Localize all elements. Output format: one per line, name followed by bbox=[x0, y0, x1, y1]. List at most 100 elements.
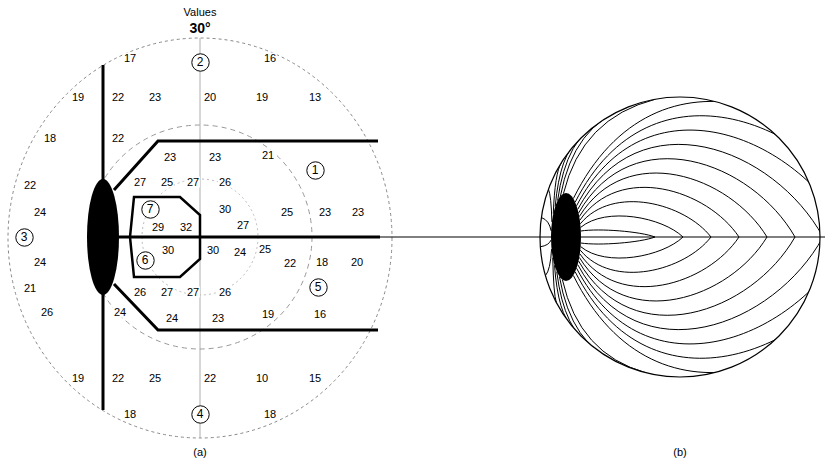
circle-shape bbox=[141, 200, 158, 217]
field-value: 24 bbox=[233, 247, 247, 258]
field-value: 23 bbox=[148, 92, 162, 103]
field-value: 23 bbox=[318, 207, 332, 218]
field-value: 25 bbox=[258, 244, 272, 255]
radial-fiber bbox=[563, 99, 655, 194]
field-value: 23 bbox=[208, 152, 222, 163]
arcuate-fiber bbox=[581, 237, 655, 244]
field-value: 16 bbox=[313, 309, 327, 320]
region-circle: 1 bbox=[306, 161, 325, 180]
sector-line bbox=[114, 284, 378, 330]
region-number: 6 bbox=[142, 254, 149, 266]
arcuate-fiber bbox=[578, 237, 823, 330]
arcuate-fiber bbox=[577, 237, 827, 344]
arcuate-fiber bbox=[579, 237, 795, 315]
field-value: 13 bbox=[308, 92, 322, 103]
field-value: 26 bbox=[133, 287, 147, 298]
field-value: 27 bbox=[160, 287, 174, 298]
field-value: 18 bbox=[123, 409, 137, 420]
region-number: 5 bbox=[315, 281, 322, 293]
region-circle: 5 bbox=[309, 278, 328, 297]
field-value: 19 bbox=[261, 309, 275, 320]
circle-shape bbox=[191, 405, 208, 422]
circle-shape bbox=[306, 161, 323, 178]
field-value: 27 bbox=[186, 177, 200, 188]
optic-disc bbox=[551, 193, 581, 281]
field-value: 32 bbox=[179, 222, 193, 233]
radial-fiber bbox=[548, 189, 551, 222]
arcuate-fiber bbox=[579, 159, 795, 237]
visual-field-a bbox=[8, 38, 392, 438]
arcuate-fiber bbox=[579, 237, 767, 301]
field-value: 26 bbox=[218, 177, 232, 188]
arcuate-fiber bbox=[575, 237, 827, 358]
field-value: 18 bbox=[315, 257, 329, 268]
field-value: 19 bbox=[71, 92, 85, 103]
field-value: 15 bbox=[308, 373, 322, 384]
field-value: 21 bbox=[261, 150, 275, 161]
field-value: 25 bbox=[160, 177, 174, 188]
region-circle: 3 bbox=[15, 228, 34, 247]
field-value: 18 bbox=[43, 133, 57, 144]
field-value: 22 bbox=[111, 373, 125, 384]
arcuate-fiber bbox=[578, 144, 823, 237]
field-circle bbox=[540, 97, 820, 377]
region-circle: 6 bbox=[136, 251, 155, 270]
field-value: 24 bbox=[113, 307, 127, 318]
field-value: 27 bbox=[186, 287, 200, 298]
radial-fiber bbox=[559, 277, 618, 363]
field-value: 20 bbox=[203, 92, 217, 103]
sector-line bbox=[119, 236, 380, 239]
field-value: 27 bbox=[236, 220, 250, 231]
field-value: 10 bbox=[255, 373, 269, 384]
field-value: 22 bbox=[283, 258, 297, 269]
field-value: 22 bbox=[111, 133, 125, 144]
field-value: 29 bbox=[151, 222, 165, 233]
field-value: 18 bbox=[263, 409, 277, 420]
arcuate-fiber bbox=[579, 173, 767, 237]
region-circle: 4 bbox=[191, 405, 210, 424]
field-value: 25 bbox=[148, 373, 162, 384]
arcuate-fiber bbox=[573, 101, 827, 237]
arcuate-fiber bbox=[575, 116, 827, 237]
scale-label: 30° bbox=[188, 21, 211, 35]
region-number: 1 bbox=[312, 164, 319, 176]
field-value: 27 bbox=[133, 177, 147, 188]
circle-shape bbox=[191, 53, 208, 70]
region-number: 2 bbox=[197, 56, 204, 68]
radial-fiber bbox=[540, 240, 551, 247]
field-value: 19 bbox=[255, 92, 269, 103]
region-number: 3 bbox=[21, 231, 28, 243]
field-value: 30 bbox=[218, 204, 232, 215]
region-number: 7 bbox=[147, 203, 154, 215]
arcuate-fiber bbox=[581, 230, 655, 237]
circle-shape bbox=[309, 278, 326, 295]
nerve-fibers bbox=[540, 99, 827, 373]
field-value: 16 bbox=[263, 53, 277, 64]
field-value: 22 bbox=[23, 180, 37, 191]
field-value: 19 bbox=[71, 373, 85, 384]
field-value: 17 bbox=[123, 53, 137, 64]
field-value: 26 bbox=[40, 307, 54, 318]
field-value: 22 bbox=[111, 92, 125, 103]
chart-title: Values bbox=[183, 7, 218, 18]
field-value: 24 bbox=[33, 257, 47, 268]
field-value: (a) bbox=[192, 447, 207, 458]
arcuate-fiber bbox=[581, 216, 683, 237]
field-value: 26 bbox=[218, 287, 232, 298]
field-value: 30 bbox=[161, 245, 175, 256]
arcuate-fiber bbox=[580, 237, 739, 287]
arcuate-fiber bbox=[577, 130, 827, 237]
arcuate-fiber bbox=[573, 237, 827, 373]
arcuate-fiber bbox=[580, 187, 739, 237]
field-value: 30 bbox=[206, 245, 220, 256]
field-value: 23 bbox=[163, 152, 177, 163]
region-circle: 7 bbox=[141, 200, 160, 219]
sector-line bbox=[102, 65, 105, 410]
fiber-map-b bbox=[540, 97, 827, 377]
outer-ring bbox=[8, 38, 392, 438]
radial-fiber bbox=[545, 249, 551, 275]
central-sector bbox=[130, 197, 200, 277]
circle-shape bbox=[136, 251, 153, 268]
